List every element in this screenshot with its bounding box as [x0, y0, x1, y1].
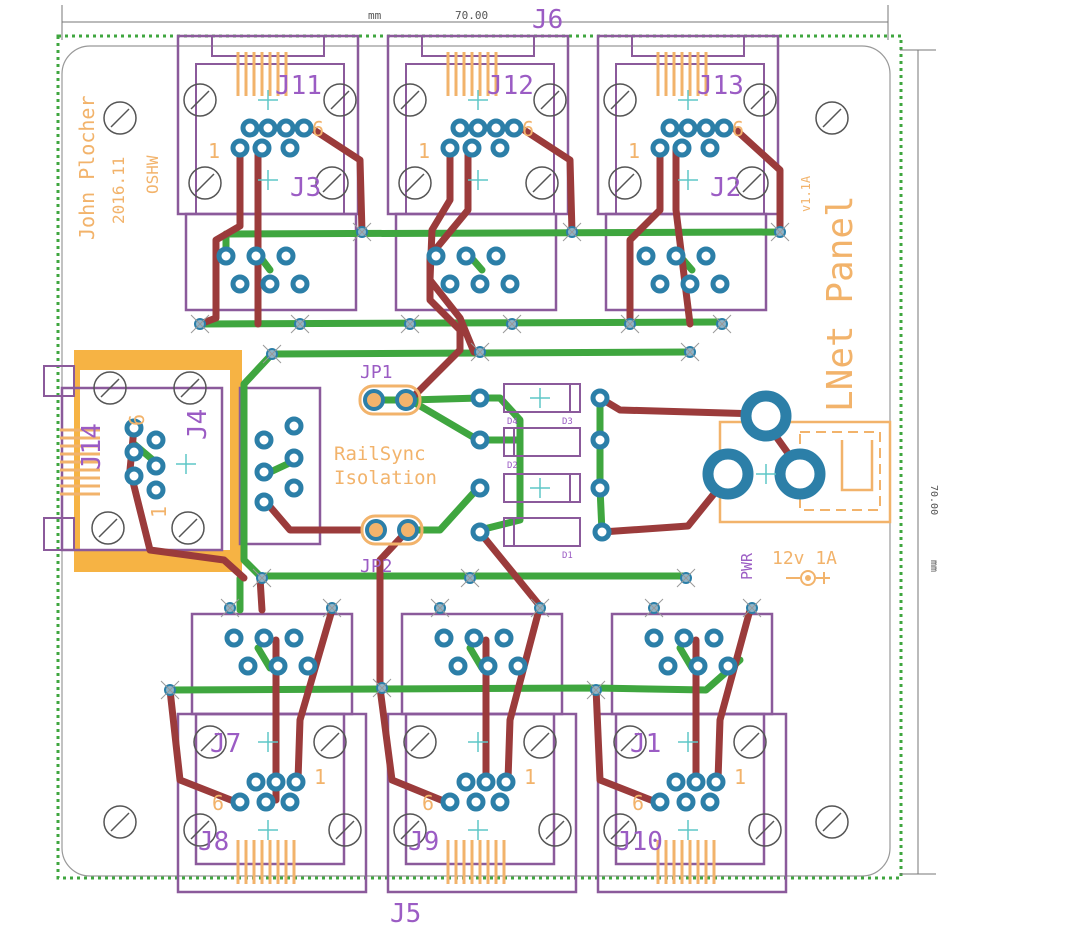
author-text: John Plocher: [75, 96, 99, 241]
label-d1: D1: [562, 551, 573, 561]
power-pads: [702, 390, 826, 500]
label-j8: J8: [198, 827, 229, 857]
label-j7: J7: [210, 729, 241, 759]
pin6-j3: 6: [312, 117, 324, 141]
jumper-pads: [358, 384, 424, 546]
label-j12: J12: [487, 71, 534, 101]
pin1-j2: 1: [628, 139, 640, 163]
center-text-2: Isolation: [334, 467, 437, 489]
dimension-right: 70.00 mm: [900, 49, 939, 875]
pin1-j1: 1: [734, 765, 746, 789]
dim-value-top: 70.00: [455, 9, 488, 22]
power-label: PWR: [738, 552, 756, 580]
label-j14: J14: [77, 423, 107, 470]
label-j3: J3: [290, 173, 321, 203]
center-text-1: RailSync: [334, 443, 426, 465]
dimension-top: mm 70.00: [61, 5, 889, 40]
pin1-j7: 1: [314, 765, 326, 789]
silk-fingers-bottom: [236, 840, 716, 884]
label-d2: D2: [507, 461, 518, 471]
silk-fingers-top: [236, 52, 708, 96]
pin1-j14: 1: [147, 506, 171, 518]
power-polarity-icon: [786, 570, 830, 586]
pin6-j10: 6: [632, 791, 644, 815]
version-text: v1.1A: [799, 175, 813, 212]
label-j9: J9: [408, 827, 439, 857]
label-d3: D3: [562, 417, 573, 427]
label-jp1: JP1: [360, 362, 393, 383]
origin-markers: [176, 90, 776, 840]
pin6-j12: 6: [522, 117, 534, 141]
pin1-j9: 1: [524, 765, 536, 789]
label-j13: J13: [697, 71, 744, 101]
pin6-j14: 6: [125, 414, 149, 426]
label-j6: J6: [532, 5, 563, 35]
label-d4: D4: [507, 417, 518, 427]
label-j11: J11: [275, 71, 322, 101]
pin6-j8: 6: [212, 791, 224, 815]
date-text: 2016.11: [109, 157, 128, 224]
pin1-j12: 1: [418, 139, 430, 163]
dim-unit-right: mm: [928, 560, 939, 572]
pin6-j9: 6: [422, 791, 434, 815]
pin1-j3: 1: [208, 139, 220, 163]
diodes: [503, 383, 581, 547]
label-j5: J5: [390, 899, 421, 929]
board-title: LNet Panel: [820, 195, 861, 412]
label-j2: J2: [710, 173, 741, 203]
dim-value-right: 70.00: [928, 485, 939, 515]
dim-unit-top: mm: [368, 9, 382, 22]
label-j4: J4: [183, 409, 213, 440]
label-j1: J1: [630, 729, 661, 759]
label-jp2: JP2: [360, 556, 393, 577]
pin6-j2: 6: [732, 117, 744, 141]
power-spec-text: 12v 1A: [772, 548, 837, 569]
label-j10: J10: [616, 827, 663, 857]
license-text: OSHW: [143, 155, 162, 194]
